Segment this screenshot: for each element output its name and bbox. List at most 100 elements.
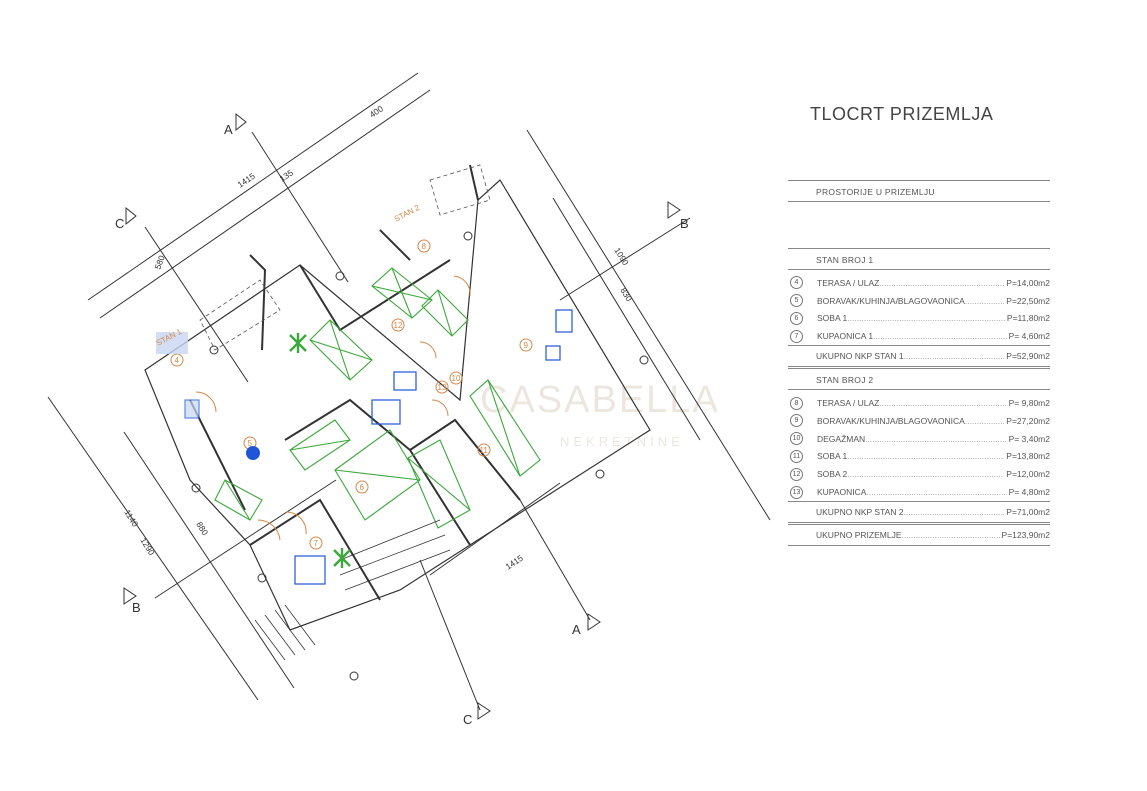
legend-row-name: BORAVAK/KUHINJA/BLAGOVAONICA [817,416,1004,426]
legend-row: 9 BORAVAK/KUHINJA/BLAGOVAONICAP=27,20m2 [788,412,1050,430]
stan2-label: STAN 2 [393,203,422,224]
section-markers: A A C C B B [115,112,689,727]
legend-row-name: KUPAONICA 1 [817,331,1007,341]
dim-580: 580 [152,254,166,271]
watermark: CASABELLA NEKRETNINE [480,379,720,449]
dim-1415-top: 1415 [236,171,257,190]
legend-row-area: P=14,00m2 [1006,277,1050,288]
dim-1140: 1140 [122,508,140,529]
stan1-heading-rule [788,269,1050,270]
legend-row-area: P=12,00m2 [1006,469,1050,480]
building-walls [144,164,651,631]
dimension-lines [47,72,771,711]
grand-total-label: UKUPNO PRIZEMLJE [816,530,1000,540]
section-a-bottom-arrow-icon [587,613,601,631]
dim-1415-bottom: 1415 [504,553,525,572]
room-number-4: 4 [175,356,180,365]
stan1-heading: STAN BROJ 1 [816,255,874,265]
legend-row-area: P=13,80m2 [1006,451,1050,462]
dim-1090: 1090 [612,246,631,268]
legend-row: 10 DEGAŽMANP= 3,40m2 [788,430,1050,448]
legend-row-area: P=11,80m2 [1006,313,1050,324]
legend-row-num: 6 [790,311,803,325]
dim-1290: 1290 [138,536,157,558]
room-number-7: 7 [314,539,319,548]
legend-row-num: 12 [790,467,803,481]
section-a-top-arrow-icon [235,112,247,132]
stan2-heading: STAN BROJ 2 [816,375,874,386]
stan1-total-label: UKUPNO NKP STAN 1 [816,351,1004,361]
room-number-6: 6 [360,483,365,492]
section-b-left-label: B [132,600,141,615]
dim-880: 880 [194,520,210,538]
column-markers [191,231,649,681]
legend-row-area: P=27,20m2 [1006,415,1050,426]
section-c-top-label: C [115,216,124,231]
stan2-total-label: UKUPNO NKP STAN 2 [816,507,1004,517]
stan1-total-bottom-rule [788,366,1050,370]
room-numbers: 4 5 6 7 8 9 10 11 12 13 [170,239,533,550]
legend-row-area: P=22,50m2 [1006,295,1050,306]
legend-row-name: SOBA 2 [817,469,1004,479]
legend-row-name: KUPAONICA [817,487,1007,497]
stan2-total-top-rule [788,500,1050,502]
room-number-8: 8 [422,242,427,251]
location-marker-icon [246,446,260,460]
legend-row-num: 4 [790,276,803,290]
legend-row: 7 KUPAONICA 1P= 4,60m2 [788,327,1050,345]
terrace-dashed-areas [199,164,491,351]
green-star-icons [289,333,351,568]
grand-total-bottom-rule [788,544,1050,546]
stan1-total: UKUPNO NKP STAN 1P=52,90m2 [788,346,1050,366]
stan2-total: UKUPNO NKP STAN 2P=71,00m2 [788,502,1050,522]
legend-spacer [788,202,1050,248]
section-b-right-label: B [680,216,689,231]
legend-row-area: P= 4,60m2 [1008,331,1050,342]
legend-row-area: P= 3,40m2 [1008,433,1050,444]
dim-135: 135 [278,167,296,183]
unit-labels: STAN 1 STAN 2 [155,203,422,354]
section-b-left-arrow-icon [123,587,137,605]
dimension-labels: 1415 400 135 580 1090 830 1140 1290 880 … [122,103,634,571]
dim-830: 830 [618,286,634,304]
grand-total-top-rule [788,521,1050,525]
stan2-heading-rule [788,389,1050,391]
room-number-5: 5 [248,439,253,448]
room-number-9: 9 [524,341,529,350]
door-swings [195,275,471,541]
legend-row: 13KUPAONICAP= 4,80m2 [788,483,1050,501]
watermark-text: CASABELLA [480,379,720,421]
room-hatches [214,267,541,529]
room-number-12: 12 [394,321,403,330]
legend-row-area: P= 9,80m2 [1008,398,1050,409]
legend-row-name: TERASA / ULAZ [817,398,1007,408]
grand-total: UKUPNO PRIZEMLJEP=123,90m2 [788,525,1050,545]
legend-row-name: DEGAŽMAN [817,434,1007,444]
legend-row-num: 9 [790,414,803,428]
legend-top-rule [788,180,1050,181]
section-c-bottom-arrow-icon [477,702,491,720]
room-number-13: 13 [438,383,447,392]
room-number-10: 10 [452,374,461,383]
stan1-rooms: 4 TERASA / ULAZP=14,00m2 5BORAVAK/KUHINJA… [788,270,1050,345]
stan2-total-value: P=71,00m2 [1006,506,1050,517]
legend-row-num: 7 [790,329,803,343]
legend-row-name: SOBA 1 [817,313,1005,323]
legend-header-rule [788,201,1050,202]
legend-row-area: P= 4,80m2 [1008,487,1050,498]
legend-row: 4 TERASA / ULAZP=14,00m2 [788,274,1050,292]
section-c-top-arrow-icon [125,206,137,226]
legend-row-name: SOBA 1 [817,451,1004,461]
legend-row-num: 10 [790,432,803,446]
room-number-11: 11 [480,446,489,455]
legend-row-name: TERASA / ULAZ [817,278,1004,288]
grand-total-value: P=123,90m2 [1001,529,1050,540]
stan1-total-top-rule [788,345,1050,347]
legend-row-num: 5 [790,294,803,308]
